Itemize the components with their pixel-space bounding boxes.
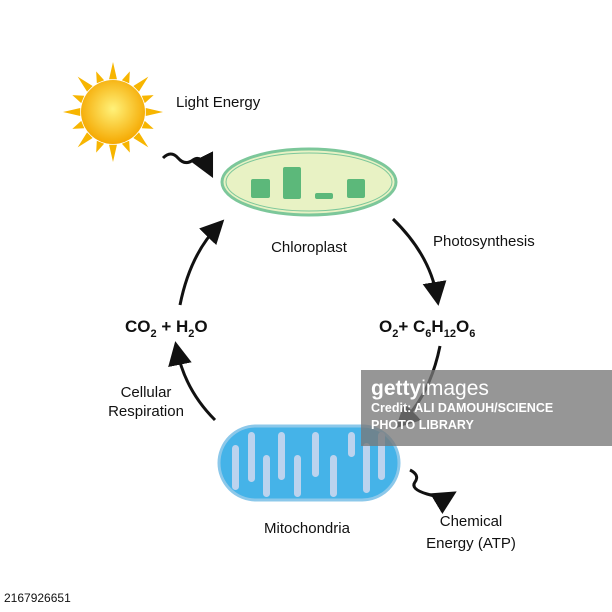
chemical-energy-label-line1: Chemical — [440, 513, 503, 530]
sun-icon — [63, 62, 163, 162]
arrow-mitochondria-to-reactants — [168, 341, 217, 422]
chemical-energy-label-line2: Energy (ATP) — [426, 535, 516, 552]
watermark: gettyimages Credit: ALI DAMOUH/SCIENCE P… — [361, 370, 612, 446]
photosynthesis-label: Photosynthesis — [433, 233, 535, 250]
credit-line1: Credit: ALI DAMOUH/SCIENCE — [371, 401, 554, 415]
mitochondria-label: Mitochondria — [264, 520, 351, 537]
chloroplast-icon — [220, 147, 398, 217]
chloroplast-label: Chloroplast — [271, 239, 348, 256]
arrow-chloroplast-to-products — [391, 217, 447, 306]
arrow-reactants-to-chloroplast — [178, 219, 225, 306]
sun-rays — [63, 62, 163, 162]
cellular-respiration-label-line2: Respiration — [108, 403, 184, 420]
atp-wavy-arrow — [409, 468, 457, 514]
image-id: 2167926651 — [4, 591, 71, 605]
sun-disc — [81, 80, 145, 144]
cellular-respiration-label-line1: Cellular — [121, 384, 172, 401]
getty-logo: gettyimages — [371, 377, 489, 400]
credit-line2: PHOTO LIBRARY — [371, 418, 474, 432]
products-formula: O2+ C6H12O6 — [379, 317, 475, 340]
reactants-formula: CO2 + H2O — [125, 317, 208, 340]
light-wavy-arrow — [161, 151, 214, 179]
mitochondria-icon — [217, 424, 401, 502]
light-energy-label: Light Energy — [176, 94, 261, 111]
